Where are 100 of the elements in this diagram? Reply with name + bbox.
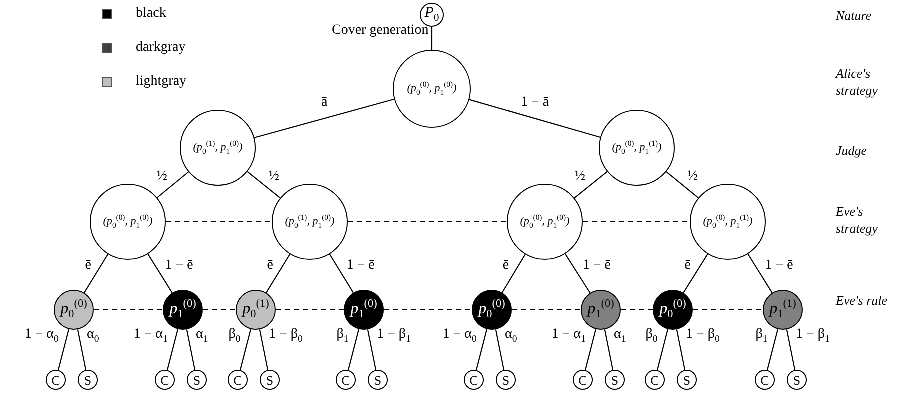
circle-node xyxy=(763,290,803,330)
connector-line xyxy=(58,329,70,370)
node-label: C xyxy=(578,374,588,386)
circle-node xyxy=(163,290,203,330)
node-label: S xyxy=(793,374,801,386)
edge-label: α$_{0}$ xyxy=(504,327,518,348)
edge-label: 1 − ē xyxy=(582,258,611,274)
dashed-line xyxy=(276,309,344,311)
circle-node xyxy=(677,370,697,390)
connector-line xyxy=(329,254,354,294)
connector-line xyxy=(476,329,488,370)
circle-node xyxy=(755,370,775,390)
edge-label: 1 − β$_{1}$ xyxy=(796,327,830,348)
circle-node xyxy=(155,370,175,390)
node-label: P$_{0}$ xyxy=(424,6,440,24)
dashed-line xyxy=(621,309,653,311)
connector-line xyxy=(166,329,179,370)
node-label: S xyxy=(502,374,510,386)
node-label: (p$_{0}$$^{(0)}$, p$_{1}$$^{(0)}$) xyxy=(407,81,457,97)
node-label: S xyxy=(266,374,274,386)
edge-label: 1 − ē xyxy=(165,258,194,274)
circle-node xyxy=(187,370,207,390)
connector-line xyxy=(240,329,252,370)
circle-node xyxy=(236,290,276,330)
node-label: S xyxy=(193,374,201,386)
edge-label: 1 − ē xyxy=(765,258,794,274)
edge-label: ½ xyxy=(688,169,698,185)
connector-line xyxy=(259,330,269,370)
node-label: S xyxy=(683,374,691,386)
circle-node xyxy=(344,290,384,330)
circle-node xyxy=(46,370,66,390)
circle-node xyxy=(573,370,593,390)
edge-label: β$_{1}$ xyxy=(756,327,768,348)
node-label: C xyxy=(52,374,60,386)
edge-label: ē xyxy=(267,258,274,274)
edge-label: 1 − α$_{1}$ xyxy=(552,327,586,348)
connector-line xyxy=(683,254,708,294)
node-label: C xyxy=(234,374,242,386)
level-label: Eve's strategy xyxy=(836,203,879,237)
circle-node xyxy=(787,370,807,390)
edge-label: β$_{0}$ xyxy=(228,327,241,348)
connector-line xyxy=(604,330,614,370)
edge-label: 1 − β$_{0}$ xyxy=(686,327,720,348)
node-label: (p$_{0}$$^{(0)}$, p$_{1}$$^{(0)}$) xyxy=(103,214,153,230)
edge-label: ½ xyxy=(157,169,168,185)
connector-line xyxy=(431,27,433,50)
connector-line xyxy=(157,172,189,198)
circle-node xyxy=(368,370,388,390)
legend-label: darkgray xyxy=(136,40,186,56)
connector-line xyxy=(574,171,608,199)
circle-node xyxy=(581,290,621,330)
connector-line xyxy=(348,329,360,370)
edge-label: 1 − ā xyxy=(520,94,550,111)
connector-line xyxy=(676,330,686,370)
level-label: Judge xyxy=(836,142,868,158)
edge-label: 1 − α$_{0}$ xyxy=(442,327,477,348)
node-label: S xyxy=(611,374,619,386)
connector-line xyxy=(84,254,109,294)
connector-line xyxy=(666,172,699,198)
edge-label: 1 − α$_{0}$ xyxy=(24,327,59,348)
connector-line xyxy=(247,171,281,199)
connector-line xyxy=(367,330,377,370)
node-label: (p$_{0}$$^{(0)}$, p$_{1}$$^{(0)}$) xyxy=(520,214,570,230)
dashed-line xyxy=(693,309,763,311)
edge-label: ā xyxy=(322,94,328,111)
dashed-line xyxy=(203,309,236,311)
edge-label: ½ xyxy=(269,169,280,185)
dashed-line xyxy=(512,309,581,311)
connector-line xyxy=(266,254,291,294)
dashed-line xyxy=(166,221,272,223)
legend-label: black xyxy=(136,6,166,22)
edge-label: ē xyxy=(85,258,92,274)
node-label: (p$_{0}$$^{(1)}$, p$_{1}$$^{(0)}$) xyxy=(193,140,243,156)
dashed-line xyxy=(583,221,690,223)
connector-line xyxy=(186,330,196,370)
dashed-line xyxy=(348,221,507,223)
circle-node xyxy=(260,370,280,390)
edge-label: α$_{1}$ xyxy=(614,327,626,348)
connector-line xyxy=(656,329,669,370)
edge-label: 1 − ē xyxy=(346,258,375,274)
circle-node xyxy=(645,370,665,390)
connector-line xyxy=(502,254,526,294)
level-label: Alice's strategy xyxy=(836,65,879,99)
node-label: S xyxy=(84,374,92,386)
circle-node xyxy=(496,370,516,390)
edge-label: ē xyxy=(502,258,510,274)
connector-line xyxy=(77,330,87,370)
circle-node xyxy=(78,370,98,390)
legend-label: lightgray xyxy=(136,74,187,90)
edge-label: α$_{0}$ xyxy=(86,327,100,348)
node-label: C xyxy=(342,374,350,386)
node-label: C xyxy=(760,374,770,386)
node-label: S xyxy=(374,374,382,386)
node-label: C xyxy=(160,374,170,386)
dashed-line xyxy=(384,309,472,311)
edge-label: α$_{1}$ xyxy=(196,327,208,348)
edge-label: β$_{0}$ xyxy=(646,327,658,348)
circle-node xyxy=(653,290,693,330)
node-label: (p$_{0}$$^{(1)}$, p$_{1}$$^{(0)}$) xyxy=(285,214,335,230)
node-label: (p$_{0}$$^{(0)}$, p$_{1}$$^{(1)}$) xyxy=(612,140,662,156)
